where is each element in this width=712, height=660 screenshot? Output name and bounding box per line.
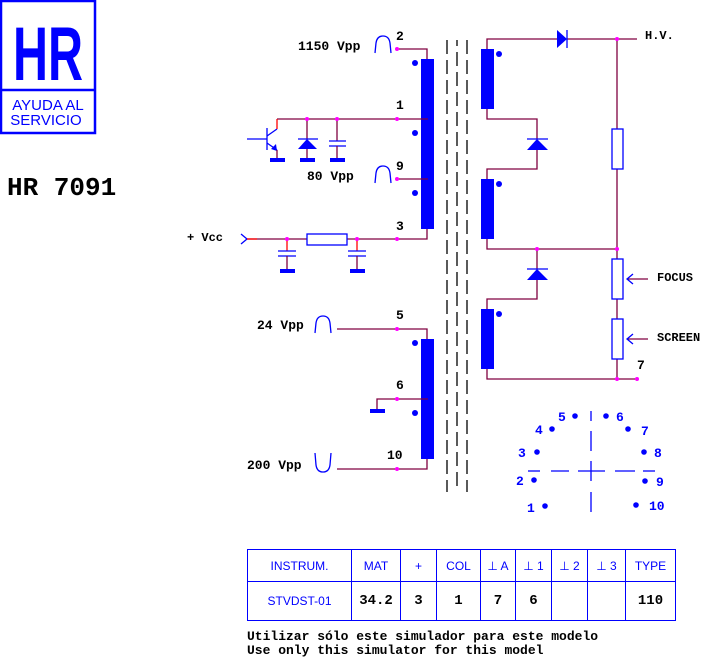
bleeder-resistor-icon xyxy=(611,128,624,170)
pin-6-label: 6 xyxy=(396,378,404,393)
ground-icon xyxy=(370,409,385,413)
input-arrow-icon xyxy=(240,233,249,245)
pin-5-signal: 24 Vpp xyxy=(257,318,304,333)
capacitor-icon xyxy=(329,119,346,162)
pin-9-label: 9 xyxy=(396,159,404,174)
pin-number: 7 xyxy=(641,424,649,439)
hv-winding xyxy=(481,49,494,109)
pin-2-label: 2 xyxy=(396,29,404,44)
pin-number: 4 xyxy=(535,423,543,438)
damper-diode-icon xyxy=(298,119,318,162)
polarity-dots xyxy=(412,51,502,416)
table-cell: 110 xyxy=(625,581,676,621)
table-header: ⊥ 1 xyxy=(515,549,552,582)
focus-arrow-icon xyxy=(625,273,648,285)
capacitor-icon xyxy=(348,239,366,273)
footer-en: Use only this simulator for this model xyxy=(247,643,544,658)
hv-diode-icon xyxy=(557,30,568,48)
vcc-label: + Vcc xyxy=(187,231,223,245)
focus-potentiometer-icon[interactable] xyxy=(611,258,624,300)
pin-dot xyxy=(542,503,548,509)
pulse-icon xyxy=(374,165,392,184)
pulse-icon xyxy=(314,315,332,334)
table-cell: 7 xyxy=(480,581,516,621)
pin-dot xyxy=(531,477,537,483)
primary-winding xyxy=(421,59,434,229)
pulse-icon xyxy=(374,35,392,54)
transformer-core xyxy=(446,40,468,492)
diode-icon xyxy=(527,268,548,280)
pin-number: 8 xyxy=(654,446,662,461)
pin-dot xyxy=(572,413,578,419)
hr-logo: HR AYUDA AL SERVICIO xyxy=(0,0,97,135)
pin-9-signal: 80 Vpp xyxy=(307,169,354,184)
table-cell: STVDST-01 xyxy=(247,581,352,621)
transistor-icon xyxy=(247,119,285,162)
junction-dots xyxy=(285,37,639,471)
pin-number: 10 xyxy=(649,499,665,514)
screen-label: SCREEN xyxy=(657,331,700,345)
pin-3-label: 3 xyxy=(396,219,404,234)
pin-number: 1 xyxy=(527,501,535,516)
inverted-pulse-icon xyxy=(314,452,332,473)
screen-potentiometer-icon[interactable] xyxy=(611,318,624,360)
table-header: + xyxy=(400,549,437,582)
pin-dot xyxy=(549,426,555,432)
diode-icon xyxy=(527,138,548,150)
logo-line2: SERVICIO xyxy=(10,112,81,129)
table-cell: 6 xyxy=(515,581,552,621)
pin-number: 2 xyxy=(516,474,524,489)
logo-letters: HR xyxy=(13,12,83,97)
focus-label: FOCUS xyxy=(657,271,693,285)
pin-10-signal: 200 Vpp xyxy=(247,458,302,473)
pin-2-signal: 1150 Vpp xyxy=(298,39,361,54)
table-header: ⊥ A xyxy=(480,549,516,582)
capacitor-icon xyxy=(278,239,296,273)
screen-arrow-icon xyxy=(625,333,648,345)
pin-dot xyxy=(642,478,648,484)
resistor-icon xyxy=(306,233,348,246)
pin-dot xyxy=(641,449,647,455)
pin-number: 3 xyxy=(518,446,526,461)
model-title: HR 7091 xyxy=(7,173,116,203)
table-cell xyxy=(551,581,588,621)
pin-dot xyxy=(534,449,540,455)
table-cell: 34.2 xyxy=(351,581,401,621)
hv-winding xyxy=(481,309,494,369)
hv-winding xyxy=(481,179,494,239)
footer-es: Utilizar sólo este simulador para este m… xyxy=(247,629,599,644)
pin-number: 5 xyxy=(558,410,566,425)
pin-number: 6 xyxy=(616,410,624,425)
table-header: ⊥ 3 xyxy=(587,549,626,582)
pin-10-label: 10 xyxy=(387,448,403,463)
hv-label: H.V. xyxy=(645,29,674,43)
table-header: ⊥ 2 xyxy=(551,549,588,582)
table-cell: 1 xyxy=(436,581,481,621)
pin-7-label: 7 xyxy=(637,358,645,373)
pin-number: 9 xyxy=(656,475,664,490)
pin-1-label: 1 xyxy=(396,98,404,113)
logo-line1: AYUDA AL xyxy=(12,97,83,114)
pin-dot xyxy=(625,426,631,432)
table-cell xyxy=(587,581,626,621)
table-header: INSTRUM. xyxy=(247,549,352,582)
pin-dot xyxy=(633,502,639,508)
table-header: MAT xyxy=(351,549,401,582)
table-cell: 3 xyxy=(400,581,437,621)
table-header: TYPE xyxy=(625,549,676,582)
pin-5-label: 5 xyxy=(396,308,404,323)
table-header: COL xyxy=(436,549,481,582)
pin-dot xyxy=(603,413,609,419)
